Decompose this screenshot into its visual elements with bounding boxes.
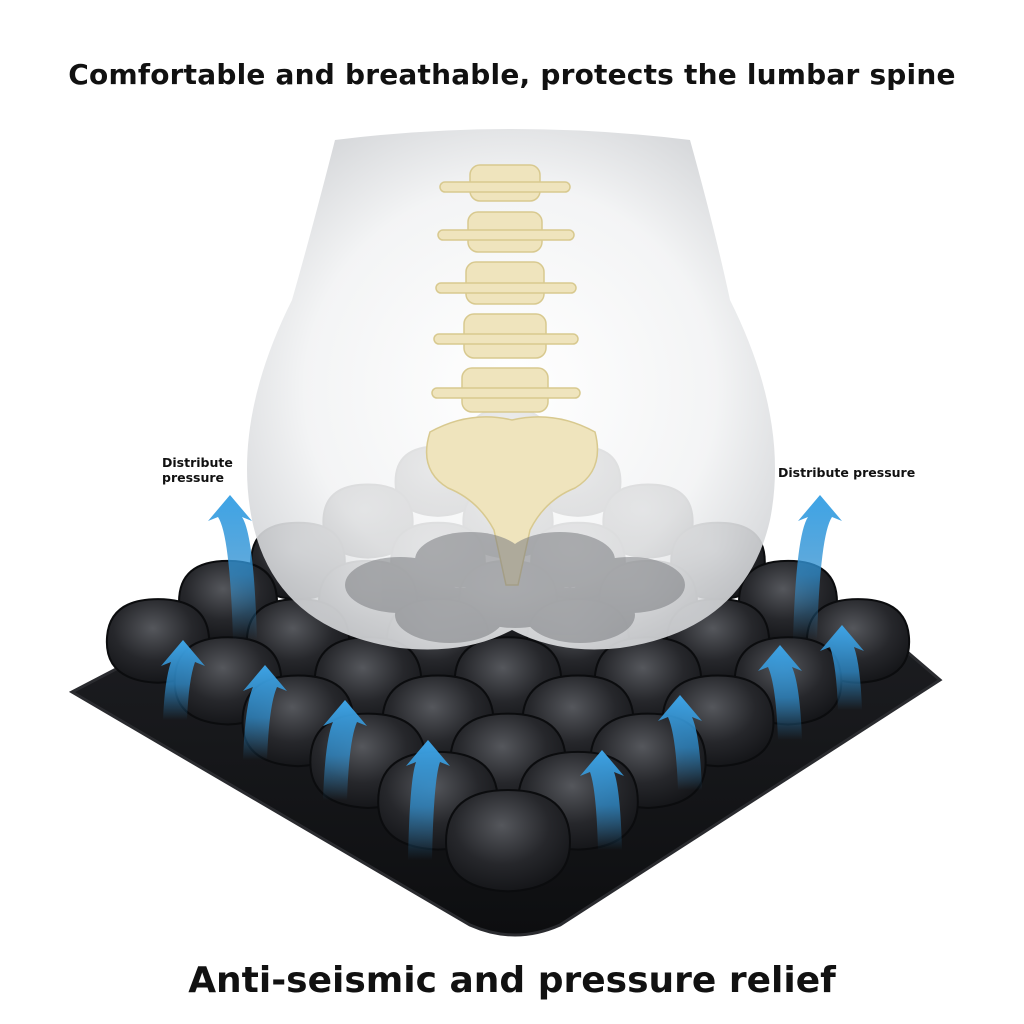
- curved-up-arrow-icon: [820, 625, 864, 710]
- pressure-arrows: [161, 495, 864, 860]
- curved-up-arrow-icon: [793, 495, 842, 640]
- curved-up-arrow-icon: [758, 645, 802, 740]
- spine-icon: [425, 164, 599, 586]
- curved-up-arrow-icon: [406, 740, 450, 860]
- curved-up-arrow-icon: [658, 695, 702, 790]
- curved-up-arrow-icon: [208, 495, 257, 640]
- callout-distribute-pressure-left: Distribute pressure: [162, 455, 233, 485]
- curved-up-arrow-icon: [243, 665, 287, 760]
- callout-distribute-pressure-right: Distribute pressure: [778, 465, 916, 480]
- cushion-cell: [444, 788, 572, 893]
- curved-up-arrow-icon: [323, 700, 367, 800]
- top-headline: Comfortable and breathable, protects the…: [68, 58, 956, 91]
- curved-up-arrow-icon: [161, 640, 205, 720]
- bottom-headline: Anti-seismic and pressure relief: [188, 960, 836, 1001]
- curved-up-arrow-icon: [580, 750, 624, 850]
- ghost-cells: [345, 532, 685, 643]
